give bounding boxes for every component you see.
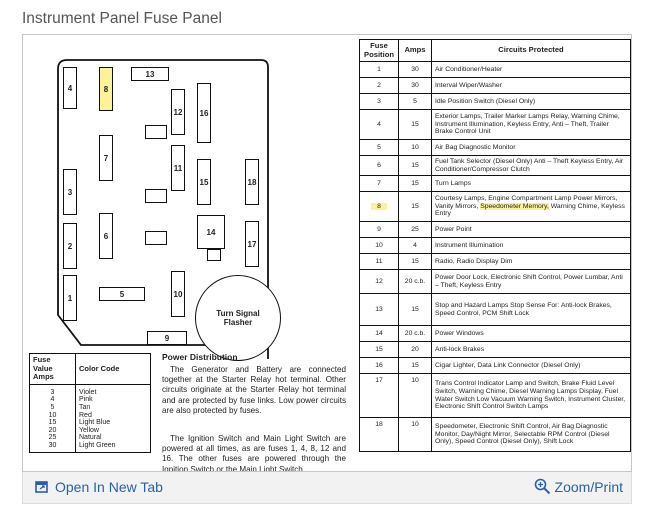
panel-fuse-10: 10 xyxy=(171,271,185,317)
panel-fuse-16: 16 xyxy=(197,83,211,143)
fuse-panel-image: 4 8 13 16 12 7 11 15 18 3 2 6 14 17 1 5 … xyxy=(22,34,632,472)
panel-fuse-14: 14 xyxy=(197,215,225,249)
panel-slot-empty xyxy=(145,189,167,203)
panel-fuse-5: 5 xyxy=(99,287,145,301)
table-header-position: Fuse Position xyxy=(359,39,399,62)
panel-fuse-4: 4 xyxy=(63,67,77,109)
power-distribution-paragraph: The Ignition Switch and Main Light Switc… xyxy=(162,434,346,472)
color-table-header-color: Color Code xyxy=(75,353,151,385)
panel-fuse-15: 15 xyxy=(197,159,211,205)
page-title: Instrument Panel Fuse Panel xyxy=(22,10,222,27)
open-in-new-tab-link[interactable]: Open In New Tab xyxy=(35,479,163,495)
panel-fuse-8: 8 xyxy=(99,67,113,111)
table-header-amps: Amps xyxy=(398,39,432,62)
panel-slot-empty xyxy=(145,125,167,139)
panel-slot-empty xyxy=(207,249,221,261)
panel-fuse-1: 1 xyxy=(63,275,77,321)
color-table-header-amps: Fuse Value Amps xyxy=(29,353,76,385)
panel-fuse-11: 11 xyxy=(171,145,185,191)
table-header-circuits: Circuits Protected xyxy=(431,39,631,62)
table-row-highlighted: 8 15 Courtesy Lamps, Engine Compartment … xyxy=(359,191,631,222)
zoom-print-label: Zoom/Print xyxy=(554,478,623,495)
panel-fuse-3: 3 xyxy=(63,169,77,215)
panel-fuse-7: 7 xyxy=(99,135,113,181)
highlighted-fuse-position: 8 xyxy=(371,202,387,210)
magnifier-icon xyxy=(534,478,551,495)
fuse-box-diagram: 4 8 13 16 12 7 11 15 18 3 2 6 14 17 1 5 … xyxy=(57,59,269,359)
panel-fuse-17: 17 xyxy=(245,221,259,267)
panel-fuse-13: 13 xyxy=(131,67,169,81)
power-distribution-paragraph: The Generator and Battery are connected … xyxy=(162,365,346,415)
turn-signal-flasher: Turn Signal Flasher xyxy=(195,275,281,361)
panel-fuse-6: 6 xyxy=(99,213,113,259)
highlighted-circuit-text: Speedometer Memory, xyxy=(480,202,549,210)
power-distribution-heading: Power Distribution xyxy=(162,352,238,362)
panel-slot-empty xyxy=(145,231,167,245)
panel-fuse-2: 2 xyxy=(63,223,77,269)
open-new-tab-icon xyxy=(35,480,49,494)
panel-fuse-18: 18 xyxy=(245,159,259,205)
open-in-new-tab-label: Open In New Tab xyxy=(55,479,163,495)
zoom-print-link[interactable]: Zoom/Print xyxy=(534,478,623,495)
image-action-bar: Open In New Tab Zoom/Print xyxy=(22,472,632,504)
fuse-box-outline xyxy=(57,59,269,359)
panel-fuse-12: 12 xyxy=(171,89,185,135)
panel-fuse-9: 9 xyxy=(147,331,187,345)
